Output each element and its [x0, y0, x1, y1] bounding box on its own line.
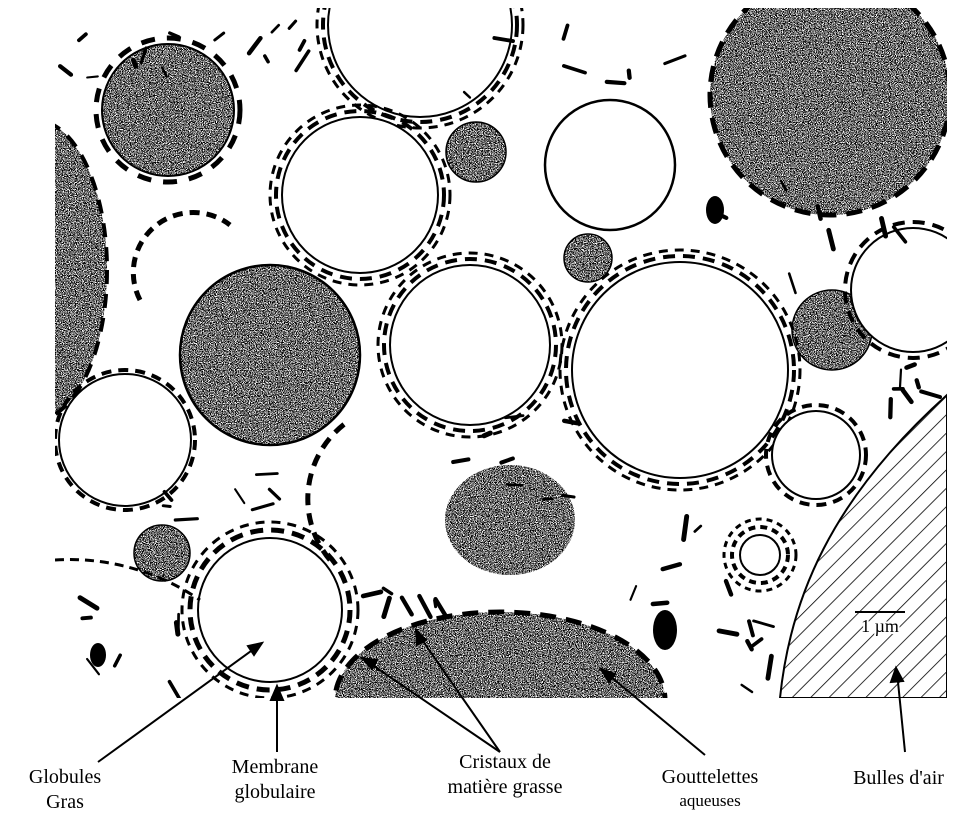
label-droplets-line1: Gouttelettes [640, 765, 780, 790]
label-fat-crystals-line2: matière grasse [420, 775, 590, 800]
aqueous-droplet [378, 253, 562, 437]
fat-crystal [684, 516, 687, 539]
fat-crystal-blob [706, 196, 724, 224]
fat-crystal-blob [653, 610, 677, 650]
fat-crystal [435, 601, 436, 607]
fat-crystal [134, 60, 136, 66]
fat-crystal [564, 421, 578, 424]
fat-crystal [719, 631, 737, 634]
fat-crystal [907, 365, 915, 368]
label-fat-crystals: Cristaux de matière grasse [420, 750, 590, 800]
fat-crystal [543, 499, 552, 500]
fat-globule [445, 465, 575, 575]
fat-crystal [917, 380, 919, 387]
fat-crystal [563, 495, 574, 497]
label-membrane: Membrane globulaire [200, 755, 350, 805]
fat-crystal [87, 76, 98, 77]
fat-crystal [607, 82, 625, 83]
fat-crystal [453, 459, 468, 462]
fat-globule [134, 525, 190, 581]
fat-crystal [653, 603, 667, 604]
label-fat-globules-line1: Globules [0, 765, 130, 790]
label-fat-globules: Globules Gras [0, 765, 130, 815]
label-air-bubbles: Bulles d'air [830, 766, 967, 791]
fat-crystal [82, 618, 91, 619]
label-membrane-line2: globulaire [200, 780, 350, 805]
fat-crystal [175, 519, 197, 520]
fat-crystal [629, 71, 630, 78]
label-fat-crystals-line1: Cristaux de [420, 750, 590, 775]
fat-globule [180, 265, 360, 445]
fat-globule [446, 122, 506, 182]
fat-crystal [176, 623, 178, 635]
label-membrane-line1: Membrane [200, 755, 350, 780]
fat-crystal [256, 474, 277, 475]
fat-crystal-blob [90, 643, 106, 667]
fat-crystal [484, 433, 490, 436]
micrograph-area: 1 µm [0, 0, 967, 788]
label-droplets-line2: aqueuses [640, 790, 780, 811]
fat-crystal [818, 206, 821, 218]
label-air-bubbles-line1: Bulles d'air [830, 766, 967, 791]
scale-bar-label: 1 µm [861, 616, 899, 636]
aqueous-droplet [545, 100, 675, 230]
label-fat-globules-line2: Gras [0, 790, 130, 815]
fat-crystal [890, 399, 891, 417]
label-droplets: Gouttelettes aqueuses [640, 765, 780, 811]
fat-crystal [163, 506, 170, 507]
fat-crystal [900, 370, 901, 389]
fat-crystal [507, 485, 521, 486]
